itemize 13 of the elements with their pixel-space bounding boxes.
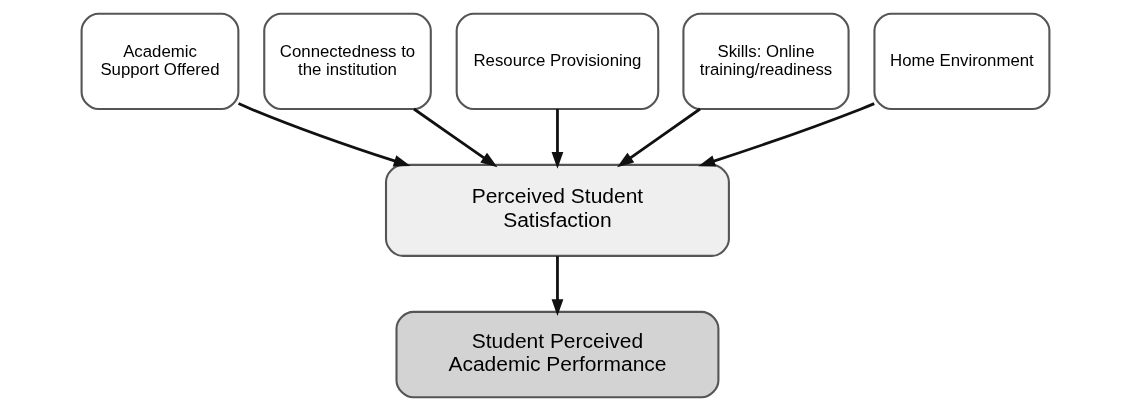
arrow: [551, 256, 564, 317]
arrow: [698, 102, 875, 167]
node-box: Connectedness to the institution: [263, 12, 432, 110]
arrow: [237, 102, 411, 167]
arrow: [617, 107, 701, 168]
node-box: Resource Provisioning: [455, 12, 660, 110]
node-box: Perceived Student Satisfaction: [384, 163, 730, 257]
arrow: [551, 109, 564, 169]
arrow: [413, 107, 498, 168]
node-box: Home Environment: [873, 12, 1051, 110]
node-box: Student Perceived Academic Performance: [395, 310, 720, 399]
node-box: Skills: Online training/readiness: [682, 12, 850, 110]
node-box: Academic Support Offered: [80, 12, 240, 110]
